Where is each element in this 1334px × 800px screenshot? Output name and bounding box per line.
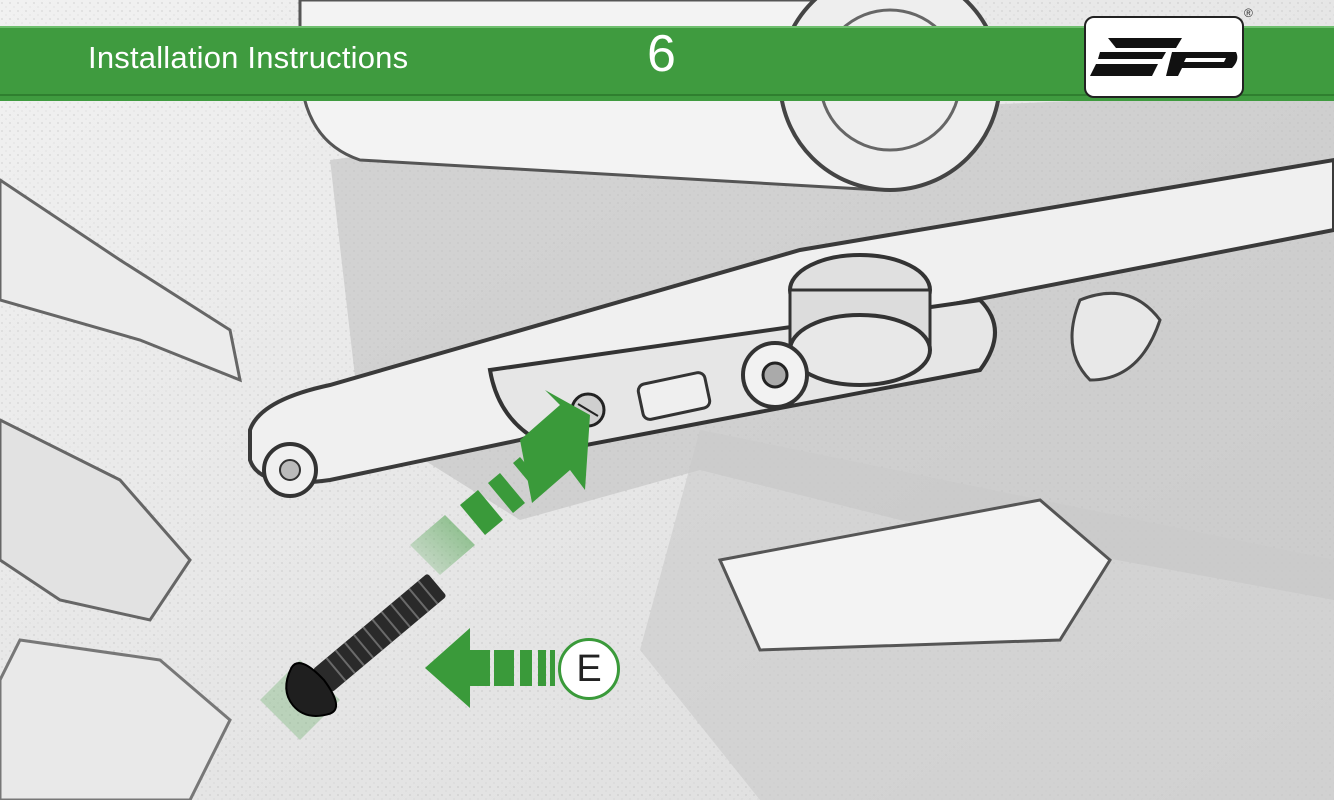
brand-logo xyxy=(1084,16,1244,98)
registered-mark: ® xyxy=(1244,6,1253,20)
step-number: 6 xyxy=(647,28,676,80)
page-title: Installation Instructions xyxy=(88,40,408,76)
ep-logo-icon xyxy=(1086,18,1242,96)
part-callout-e: E xyxy=(558,638,620,700)
